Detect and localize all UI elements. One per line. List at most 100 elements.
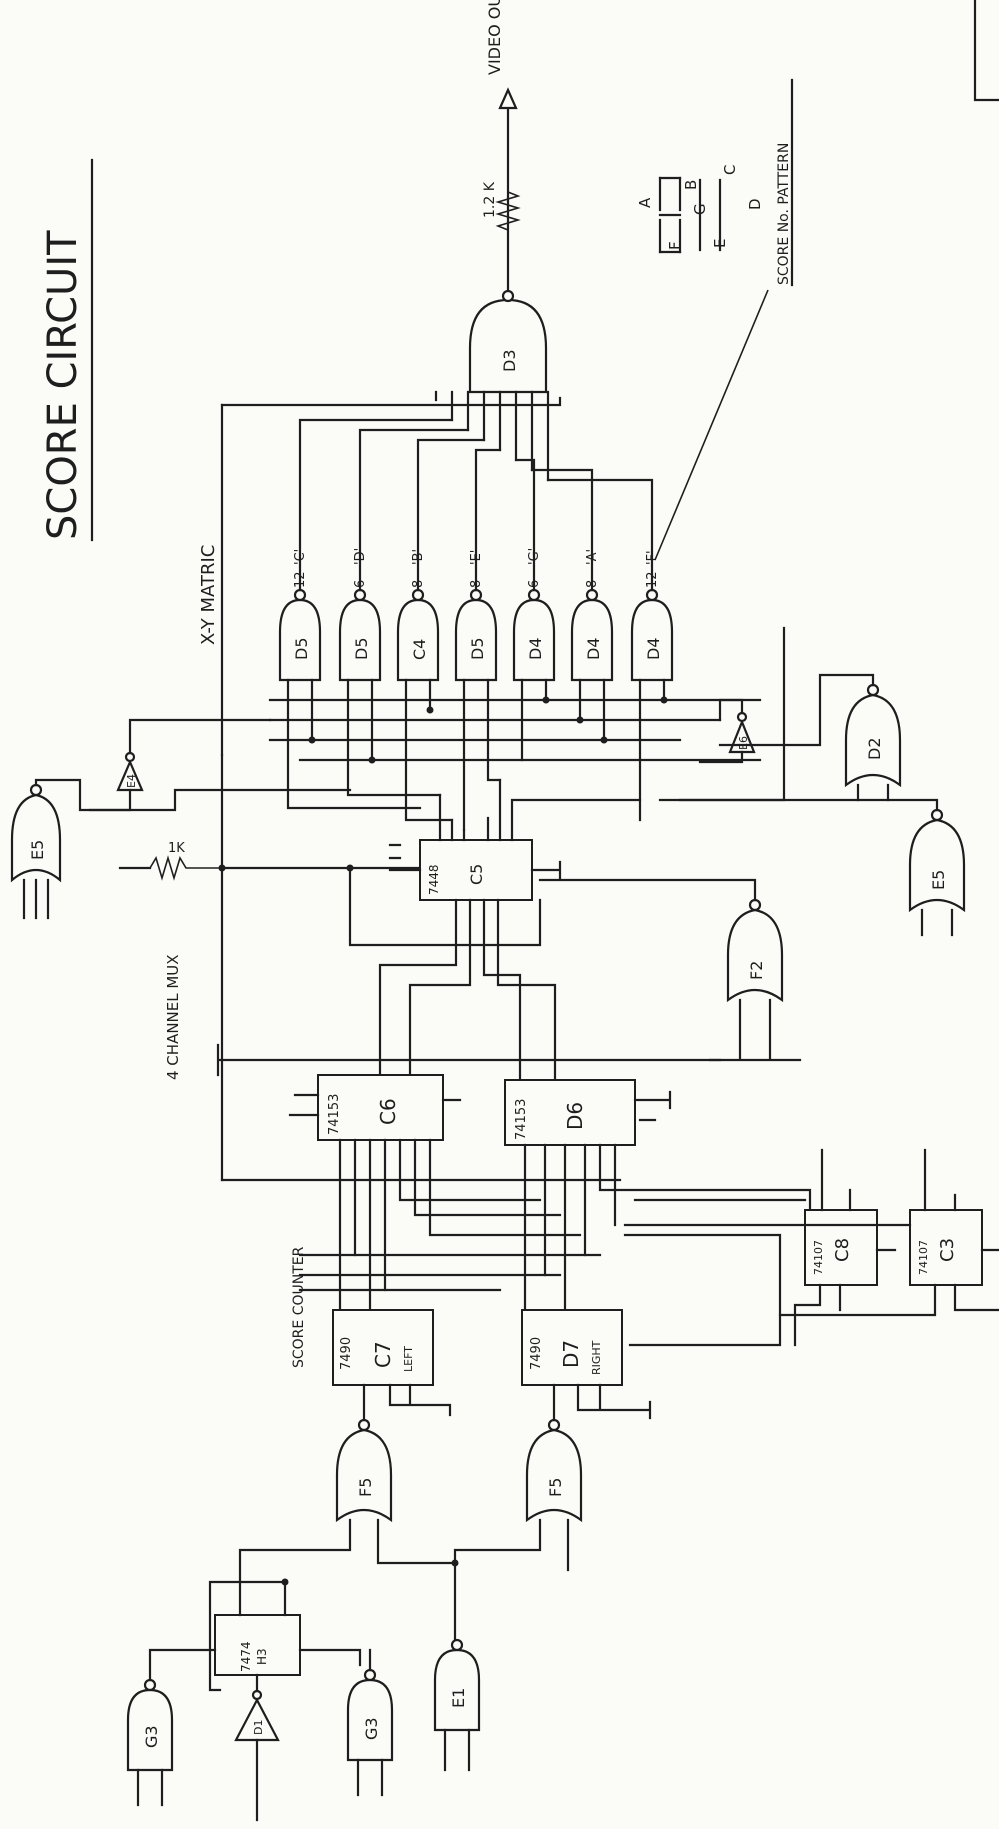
segment-pattern-figure xyxy=(658,176,682,254)
resistor-pullup-label: 1K xyxy=(168,841,185,856)
wire-e6 xyxy=(698,698,744,764)
chip-c6: 74153 C6 xyxy=(317,1074,444,1141)
chip-c8-part: 74107 xyxy=(812,1240,825,1275)
gate-d4-a: D4 8 'A' xyxy=(570,549,614,682)
gate-f5-right-label: F5 xyxy=(546,1478,565,1497)
chip-c8-id: C8 xyxy=(832,1238,853,1262)
gate-f5-left: F5 xyxy=(335,1418,393,1523)
wire-cross-bus xyxy=(298,1253,602,1292)
video-out-arrow xyxy=(498,87,518,110)
gate-g3-left-label: G3 xyxy=(142,1725,161,1748)
gate-g3-left: G3 xyxy=(126,1678,174,1772)
wire-d2 xyxy=(718,673,890,802)
wire-d6-bus xyxy=(523,1143,812,1327)
wire-ff-top xyxy=(820,1148,999,1252)
gate-d4-g-label: D4 xyxy=(526,638,545,661)
wire-d3-inputs xyxy=(434,390,550,482)
wire-e4-in xyxy=(88,788,132,812)
gate-e5-right: E5 xyxy=(908,808,966,913)
wire-f5-out xyxy=(362,1383,556,1422)
corner-frame xyxy=(973,0,999,102)
wire-enable-bus xyxy=(268,698,762,762)
wire-e1 xyxy=(443,1728,471,1772)
legend-caption: SCORE No. PATTERN xyxy=(776,143,792,285)
gate-e6-label: E6 xyxy=(737,736,750,750)
wire-counter-ground xyxy=(388,1383,652,1420)
chip-d6-id: D6 xyxy=(563,1102,587,1130)
gate-d5-d-label: D5 xyxy=(352,638,371,661)
counter-label: SCORE COUNTER xyxy=(291,1246,307,1368)
gate-e4-label: E4 xyxy=(125,774,138,788)
gate-d4-a-label: D4 xyxy=(584,638,603,661)
gate-c4-b-label: C4 xyxy=(410,639,429,660)
wire-e6-to-bus xyxy=(658,626,786,802)
legend-pointer xyxy=(654,289,769,561)
gate-d2: D2 xyxy=(844,683,902,788)
gate-d3: D3 xyxy=(468,289,548,394)
segment-pattern-bars xyxy=(658,176,682,254)
gate-e1: E1 xyxy=(433,1638,481,1732)
chip-c8: 74107 C8 xyxy=(804,1209,878,1286)
video-out-label: VIDEO OUT xyxy=(485,0,504,75)
resistor-video xyxy=(495,191,521,231)
wire-f2-inputs xyxy=(708,998,802,1062)
chip-c3-part: 74107 xyxy=(917,1240,930,1275)
gate-f5-left-label: F5 xyxy=(356,1478,375,1497)
wire-ff-bottom xyxy=(778,1283,999,1347)
segment-label-f: F xyxy=(666,241,684,250)
chip-d7-side: RIGHT xyxy=(590,1340,603,1375)
wire-e5-top-inputs xyxy=(22,878,50,920)
resistor-pullup xyxy=(149,855,222,881)
chip-c7-part: 7490 xyxy=(339,1337,354,1370)
gate-g3-right-label: G3 xyxy=(362,1717,381,1740)
chip-h3: 7474 H3 xyxy=(214,1614,301,1676)
gate-d5-e: D5 8 'E' xyxy=(454,550,498,682)
chip-h3-part: 7474 xyxy=(239,1641,253,1672)
chip-c7-side: LEFT xyxy=(402,1346,415,1372)
ground-c5 xyxy=(530,860,562,880)
gate-f5-right: F5 xyxy=(525,1418,583,1523)
gate-d1: D1 xyxy=(234,1689,280,1742)
wire-matrix-top xyxy=(220,396,562,407)
chip-c6-id: C6 xyxy=(376,1098,400,1125)
chip-d6: 74153 D6 xyxy=(504,1079,636,1146)
wire-mux-left xyxy=(288,1093,657,1122)
wire-c6-bus xyxy=(338,1138,582,1327)
chip-c3-id: C3 xyxy=(937,1238,958,1262)
chip-c5: 7448 C5 xyxy=(419,839,533,901)
gate-f2-label: F2 xyxy=(747,961,766,980)
chip-c7: 7490 C7 LEFT xyxy=(332,1309,434,1386)
chip-c3: 74107 C3 xyxy=(909,1209,983,1286)
chip-h3-id: H3 xyxy=(255,1648,269,1665)
mux-label: 4 CHANNEL MUX xyxy=(164,954,182,1080)
gate-d5-e-label: D5 xyxy=(468,638,487,661)
wire-segment-inputs xyxy=(286,678,666,832)
gate-f2: F2 xyxy=(726,898,784,1003)
gate-d5-c: D5 12 'C' xyxy=(278,549,322,682)
chip-d6-part: 74153 xyxy=(514,1099,529,1140)
segment-gates: D5 12 'C' D5 6 'D' C4 8 'B' D5 8 'E' xyxy=(278,548,674,682)
wire-c5-outputs xyxy=(438,778,642,842)
chip-c6-part: 74153 xyxy=(327,1094,342,1135)
gate-d4-f: D4 12 'F' xyxy=(630,550,674,682)
segment-label-d: D xyxy=(746,198,764,210)
wire-mux-select xyxy=(216,1043,722,1077)
gate-d3-label: D3 xyxy=(500,350,519,373)
chip-c5-id: C5 xyxy=(467,864,486,885)
chip-c5-part: 7448 xyxy=(427,864,441,895)
wire-h3 xyxy=(208,1580,362,1692)
gate-e1-label: E1 xyxy=(449,1688,468,1708)
gate-d5-c-label: D5 xyxy=(292,638,311,661)
chip-d7: 7490 D7 RIGHT xyxy=(521,1309,623,1386)
segment-label-a: A xyxy=(636,197,654,208)
wire-e5-right xyxy=(678,798,954,937)
wire-g3-left xyxy=(136,1648,217,1807)
gate-d1-label: D1 xyxy=(252,1720,265,1735)
gate-e5-top-label: E5 xyxy=(28,840,47,860)
gate-d4-g: D4 6 'G' xyxy=(512,548,556,682)
matrix-label: X-Y MATRIC xyxy=(198,545,219,645)
segment-label-c: C xyxy=(721,165,739,175)
gate-e6: E6 xyxy=(728,711,756,754)
segment-label-b: B xyxy=(682,180,700,190)
